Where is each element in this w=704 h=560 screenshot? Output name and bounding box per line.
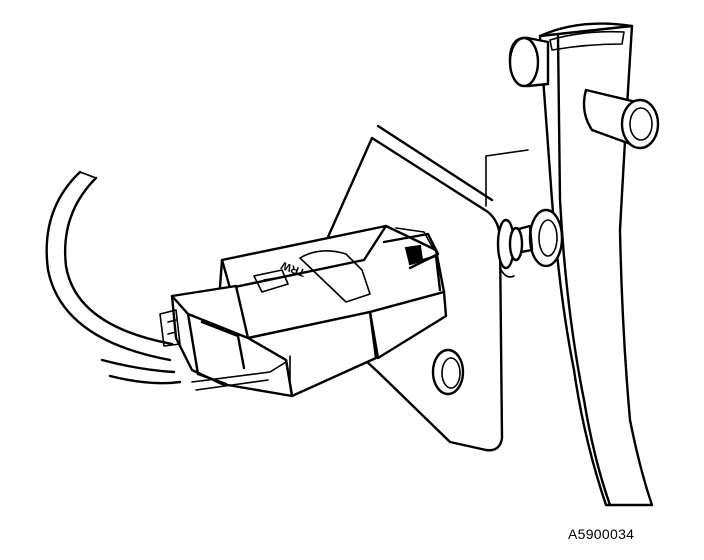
- brake-pedal-arm: [538, 22, 654, 507]
- electrical-connector: [159, 284, 294, 398]
- plunger-bumper: [496, 208, 564, 278]
- figure-code-label: A5900034: [568, 526, 635, 542]
- pedal-pivot-shaft: [508, 36, 660, 150]
- wire-harness: [45, 170, 182, 385]
